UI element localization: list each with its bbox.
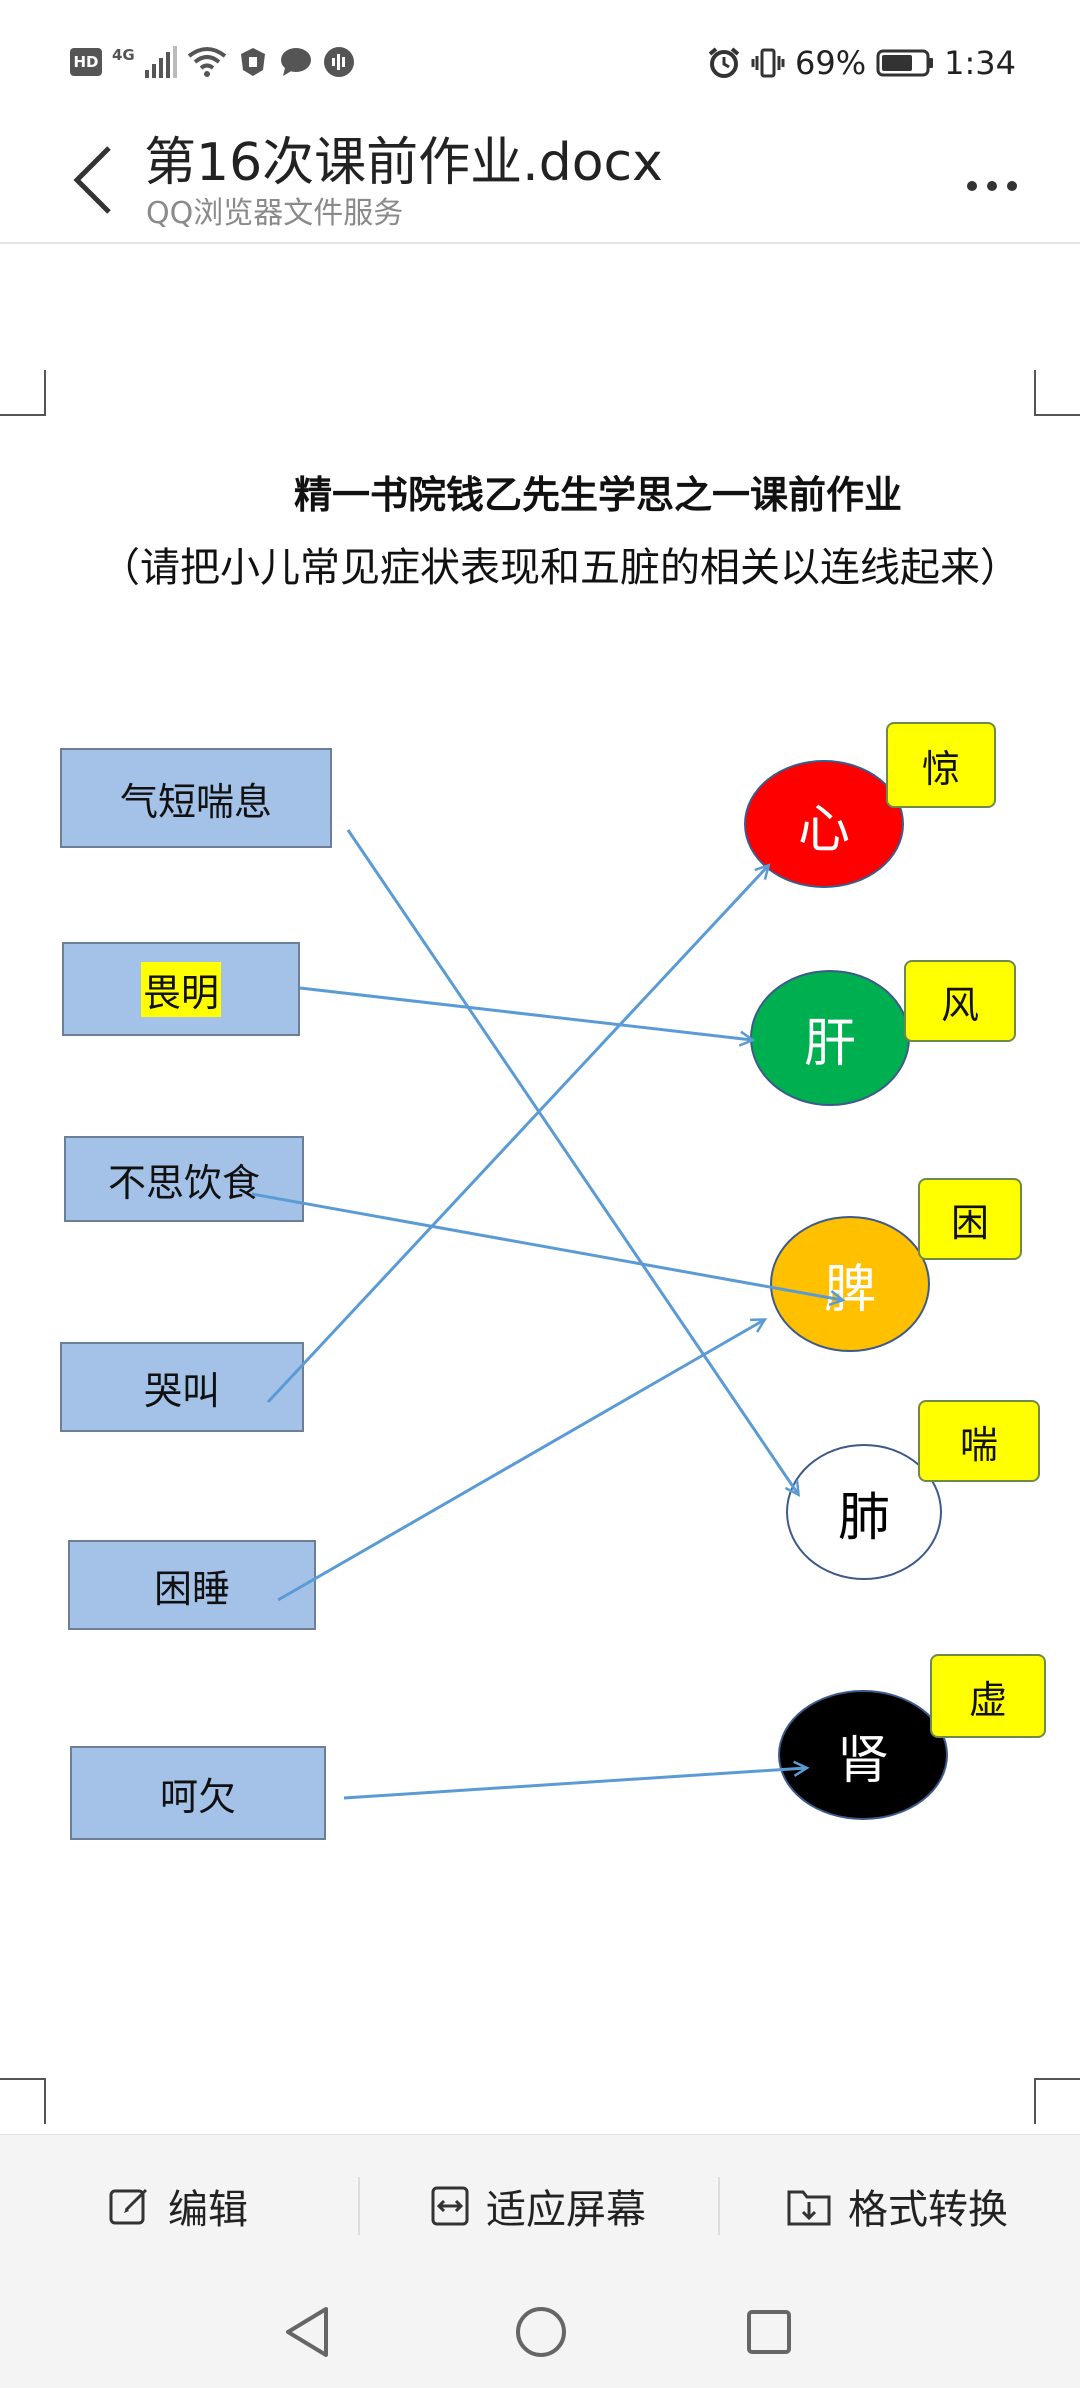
hd-icon: HD	[70, 48, 102, 76]
arrow-line	[251, 1192, 846, 1306]
organ-tag: 喘	[918, 1400, 1040, 1482]
crop-mark-top-left	[0, 370, 46, 416]
status-left-icons: HD 4G	[70, 46, 355, 78]
organ-label: 心	[797, 799, 850, 860]
symptom-label: 哭叫	[143, 1368, 220, 1413]
more-options-button[interactable]	[952, 156, 1032, 216]
document-page[interactable]: 精一书院钱乙先生学思之一课前作业 （请把小儿常见症状表现和五脏的相关以连线起来）…	[0, 246, 1080, 2132]
document-instruction: （请把小儿常见症状表现和五脏的相关以连线起来）	[100, 545, 1020, 591]
organ-tag-label: 惊	[921, 746, 960, 791]
symptom-box: 困睡	[68, 1540, 316, 1630]
organ-circle: 心	[744, 760, 904, 888]
symptom-box: 畏明	[62, 942, 300, 1036]
vibrate-icon	[751, 46, 785, 80]
format-convert-button[interactable]: 格式转换	[786, 2135, 1008, 2277]
organ-circle: 脾	[770, 1216, 930, 1352]
more-dot-icon	[1007, 181, 1017, 191]
battery-icon	[876, 48, 934, 78]
document-title: 第16次课前作业.docx	[144, 133, 663, 193]
fit-screen-icon	[431, 2186, 469, 2226]
system-navigation-bar	[0, 2276, 1080, 2388]
symptom-label: 困睡	[153, 1566, 230, 1611]
crop-mark-bottom-right	[1034, 2078, 1080, 2124]
fit-screen-label: 适应屏幕	[486, 2187, 646, 2233]
battery-percent: 69%	[795, 44, 867, 82]
alarm-icon	[707, 46, 741, 80]
nav-back-button[interactable]	[272, 2300, 342, 2364]
organ-tag-label: 虚	[968, 1677, 1007, 1722]
arrow-line	[346, 829, 801, 1498]
square-recents-icon	[747, 2310, 791, 2354]
symptom-label: 不思饮食	[107, 1160, 260, 1205]
nav-recents-button[interactable]	[734, 2300, 804, 2364]
message-bubble-icon	[279, 46, 313, 78]
app-header: 第16次课前作业.docx QQ浏览器文件服务	[0, 120, 1080, 244]
organ-tag-label: 风	[940, 982, 979, 1027]
symptom-box: 气短喘息	[60, 748, 332, 848]
symptom-box: 不思饮食	[64, 1136, 304, 1222]
signal-icon	[144, 46, 177, 78]
symptom-box: 呵欠	[70, 1746, 326, 1840]
arrow-line	[343, 1760, 810, 1800]
organ-circle: 肾	[778, 1690, 948, 1820]
symptom-label-highlighted: 畏明	[140, 961, 221, 1017]
bottom-toolbar: 编辑 适应屏幕 格式转换	[0, 2134, 1080, 2276]
format-convert-label: 格式转换	[848, 2187, 1008, 2233]
security-shield-icon	[237, 46, 269, 78]
organ-circle: 肺	[786, 1444, 942, 1580]
format-convert-icon	[787, 2190, 831, 2226]
toolbar-divider	[358, 2177, 360, 2235]
edit-button[interactable]: 编辑	[108, 2135, 248, 2277]
more-dot-icon	[967, 181, 977, 191]
edit-icon	[109, 2188, 148, 2225]
status-bar: HD 4G 69% 1:34	[0, 0, 1080, 120]
organ-tag: 风	[904, 960, 1016, 1042]
fit-screen-button[interactable]: 适应屏幕	[430, 2135, 646, 2277]
arrow-line	[299, 986, 756, 1047]
status-right-icons: 69% 1:34	[707, 44, 1016, 82]
organ-label: 肝	[803, 1013, 856, 1074]
toolbar-divider	[718, 2177, 720, 2235]
organ-tag: 困	[918, 1178, 1022, 1260]
triangle-back-icon	[286, 2307, 328, 2357]
organ-tag-label: 困	[950, 1200, 989, 1245]
back-button[interactable]	[58, 130, 128, 230]
symptom-label: 呵欠	[159, 1774, 236, 1819]
organ-label: 肺	[837, 1487, 890, 1548]
organ-label: 脾	[823, 1259, 876, 1320]
crop-mark-bottom-left	[0, 2078, 46, 2124]
network-type-label: 4G	[112, 46, 135, 64]
more-dot-icon	[987, 181, 997, 191]
document-heading: 精一书院钱乙先生学思之一课前作业	[293, 473, 902, 517]
wifi-icon	[187, 46, 227, 78]
crop-mark-top-right	[1034, 370, 1080, 416]
back-arrow-icon	[73, 146, 111, 214]
circle-home-icon	[516, 2307, 566, 2357]
organ-tag-label: 喘	[959, 1422, 998, 1467]
symptom-label: 气短喘息	[119, 779, 272, 824]
organ-tag: 惊	[886, 722, 996, 808]
arrow-line	[266, 863, 771, 1404]
organ-label: 肾	[836, 1730, 889, 1791]
document-source: QQ浏览器文件服务	[146, 196, 404, 231]
arrow-line	[277, 1318, 768, 1602]
symptom-box: 哭叫	[60, 1342, 304, 1432]
organ-circle: 肝	[750, 970, 910, 1106]
clock-time: 1:34	[944, 44, 1016, 82]
edit-label: 编辑	[168, 2187, 248, 2233]
organ-tag: 虚	[930, 1654, 1046, 1738]
nav-home-button[interactable]	[506, 2300, 576, 2364]
voice-assistant-icon	[323, 46, 355, 78]
